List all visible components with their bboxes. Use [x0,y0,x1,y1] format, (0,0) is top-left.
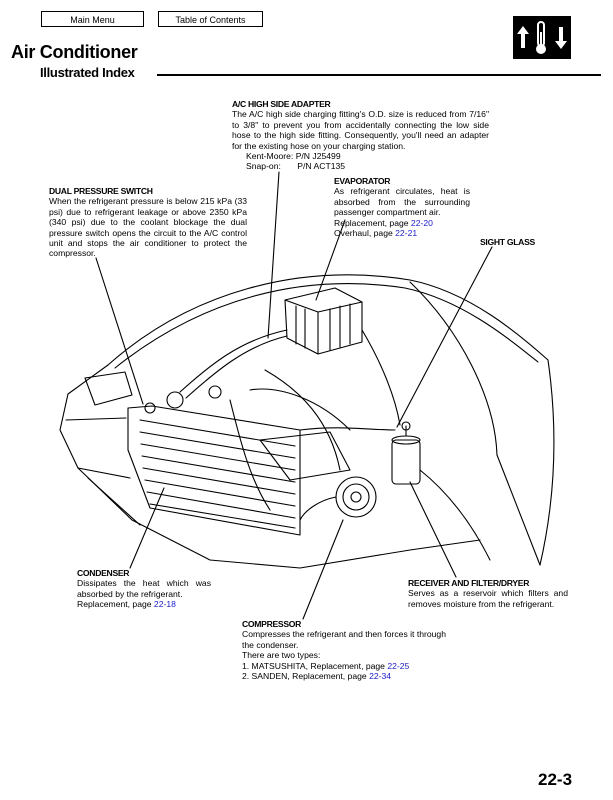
dual-pressure-switch-callout: DUAL PRESSURE SWITCH When the refrigeran… [49,186,247,259]
evaporator-replacement-link[interactable]: 22-20 [410,217,433,228]
receiver-filter-dryer-heading: RECEIVER AND FILTER/DRYER [408,578,530,588]
air-conditioning-section-icon [513,16,571,59]
evaporator-overhaul-link[interactable]: 22-21 [395,228,418,239]
dual-pressure-switch-body: When the refrigerant pressure is below 2… [49,196,247,259]
evaporator-body: As refrigerant circulates, heat is absor… [334,186,470,218]
receiver-filter-dryer-body: Serves as a reservoir which filters and … [408,588,568,609]
ac-high-side-adapter-body: The A/C high side charging fitting's O.D… [232,109,489,151]
title-rule [157,74,601,76]
snap-on-part-number: Snap-on: P/N ACT135 [246,161,346,172]
compressor-callout: COMPRESSOR Compresses the refrigerant an… [242,619,452,681]
main-menu-button[interactable]: Main Menu [41,11,144,27]
page-number: 22-3 [538,770,573,789]
condenser-body: Dissipates the heat which was absorbed b… [77,578,211,599]
receiver-filter-dryer-callout: RECEIVER AND FILTER/DRYER Serves as a re… [408,578,568,609]
compressor-type-sanden: 2. SANDEN, Replacement, page 22-34 [242,671,392,682]
evaporator-callout: EVAPORATOR As refrigerant circulates, he… [334,176,470,238]
condenser-callout: CONDENSER Dissipates the heat which was … [77,568,211,610]
compressor-heading: COMPRESSOR [242,619,302,629]
table-of-contents-button[interactable]: Table of Contents [158,11,263,27]
condenser-replacement: Replacement, page 22-18 [77,599,176,610]
ac-high-side-adapter-callout: A/C HIGH SIDE ADAPTER The A/C high side … [232,99,489,172]
page-title: Air Conditioner [11,42,138,62]
condenser-heading: CONDENSER [77,568,130,578]
dual-pressure-switch-heading: DUAL PRESSURE SWITCH [49,186,153,196]
compressor-types-intro: There are two types: [242,650,321,661]
evaporator-heading: EVAPORATOR [334,176,391,186]
matsushita-replacement-link[interactable]: 22-25 [387,660,410,671]
compressor-body: Compresses the refrigerant and then forc… [242,629,446,650]
evaporator-overhaul: Overhaul, page 22-21 [334,228,418,239]
compressor-type-matsushita: 1. MATSUSHITA, Replacement, page 22-25 [242,660,410,671]
sight-glass-heading: SIGHT GLASS [480,237,535,247]
sight-glass-callout: SIGHT GLASS [480,237,535,247]
kent-moore-part-number: Kent-Moore: P/N J25499 [246,151,341,162]
condenser-replacement-link[interactable]: 22-18 [153,599,176,610]
evaporator-replacement: Replacement, page 22-20 [334,217,433,228]
page-subtitle: Illustrated Index [40,65,135,80]
ac-high-side-adapter-heading: A/C HIGH SIDE ADAPTER [232,99,331,109]
sanden-replacement-link[interactable]: 22-34 [369,671,392,682]
